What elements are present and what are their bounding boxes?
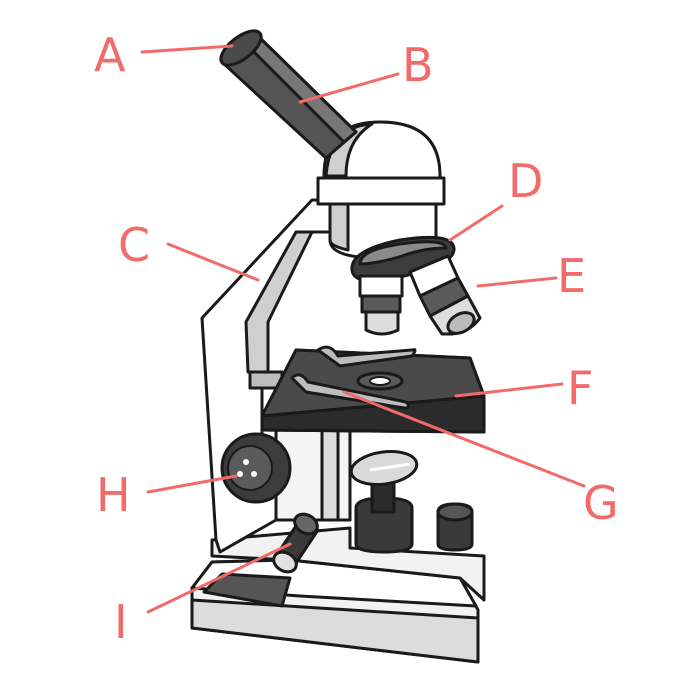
objective-lenses xyxy=(358,254,482,336)
light-source xyxy=(349,450,419,554)
base xyxy=(190,526,486,664)
leader-line-i xyxy=(146,542,292,614)
base-knob xyxy=(436,502,474,552)
leader-lines xyxy=(140,44,586,614)
eyepiece xyxy=(219,29,263,67)
light-switch xyxy=(272,512,320,574)
leader-line-b xyxy=(298,72,400,104)
leader-line-h xyxy=(146,474,238,494)
leader-line-g xyxy=(342,390,586,488)
microscope-illustration xyxy=(190,29,486,664)
label-d: D xyxy=(508,154,543,208)
focus-knob xyxy=(220,432,292,504)
leader-line-f xyxy=(454,382,564,398)
leader-line-a xyxy=(140,44,234,54)
label-f: F xyxy=(567,361,593,415)
label-e: E xyxy=(557,249,586,303)
label-i: I xyxy=(114,595,128,649)
leader-line-e xyxy=(476,276,558,288)
label-h: H xyxy=(96,468,131,522)
label-a: A xyxy=(94,28,126,82)
stage-platform xyxy=(260,345,486,434)
label-c: C xyxy=(118,218,150,272)
part-labels: A B C D E F G H I xyxy=(94,28,619,649)
leader-line-d xyxy=(448,204,504,242)
label-g: G xyxy=(583,476,619,530)
label-b: B xyxy=(402,38,434,92)
leader-line-c xyxy=(166,242,260,282)
